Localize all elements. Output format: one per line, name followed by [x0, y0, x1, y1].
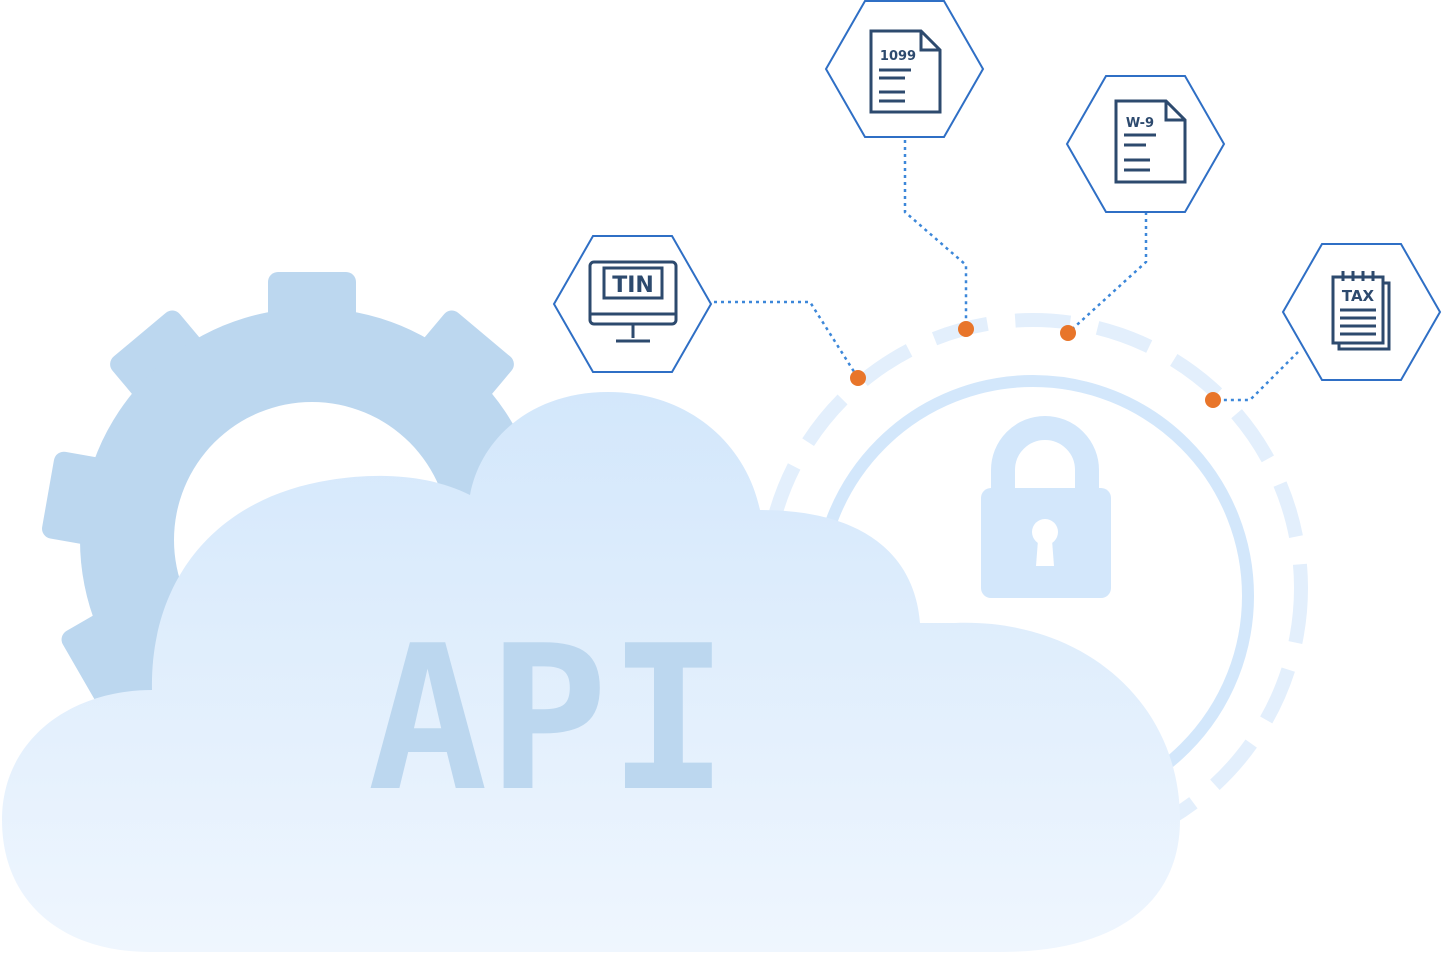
connection-dot: [1060, 325, 1076, 341]
monitor-icon: [588, 260, 678, 343]
connector-lines: [714, 140, 1299, 402]
connector-1099: [903, 140, 968, 329]
tin-label: TIN: [612, 273, 654, 298]
document-icon: [869, 29, 942, 114]
tax-label: TAX: [1342, 287, 1375, 305]
connector-w9: [1067, 212, 1148, 334]
notepad-icon: [1331, 271, 1391, 351]
connection-dot: [850, 370, 866, 386]
node-w9: W-9: [1065, 75, 1226, 213]
connection-dot: [958, 321, 974, 337]
lock-icon: [981, 416, 1111, 598]
document-icon: [1114, 99, 1187, 184]
hexagon-frame: [552, 235, 713, 373]
connection-points: [850, 321, 1221, 408]
connector-tax: [1213, 351, 1299, 402]
form-w9-label: W-9: [1126, 116, 1154, 131]
cloud-shape: API: [2, 392, 1180, 952]
node-tin: TIN: [552, 235, 713, 373]
node-tax: TAX: [1281, 243, 1442, 381]
connection-dot: [1205, 392, 1221, 408]
api-label: API: [367, 603, 728, 836]
connector-tin: [714, 300, 860, 379]
node-1099: 1099: [824, 0, 985, 138]
form-1099-label: 1099: [880, 49, 916, 64]
